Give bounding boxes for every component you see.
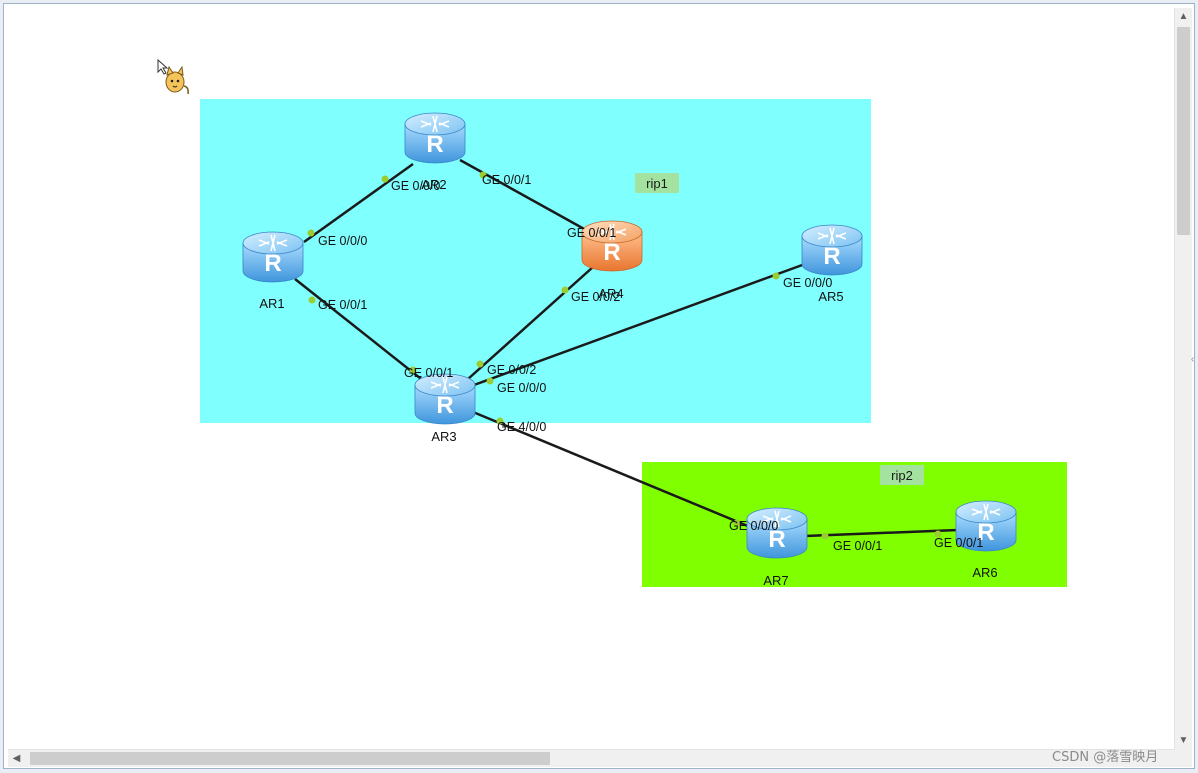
router-glyph: R: [264, 250, 281, 277]
router-label-ar7: AR7: [763, 573, 788, 588]
router-arrows-icon: [258, 234, 288, 252]
router-glyph: R: [603, 239, 620, 266]
router-label-ar6: AR6: [972, 565, 997, 580]
side-grip-icon[interactable]: ‹: [1190, 354, 1195, 365]
link-ar3-ar4[interactable]: [467, 266, 594, 380]
router-glyph: R: [426, 131, 443, 158]
link-ar7-ar6[interactable]: [804, 528, 959, 538]
area-label-rip1: rip1: [646, 176, 668, 191]
scrollbar-corner: [1174, 749, 1192, 767]
router-label-ar1: AR1: [259, 296, 284, 311]
router-icon[interactable]: R: [242, 231, 304, 283]
port-labels-layer: GE 0/0/0 GE 0/0/0 GE 0/0/1 GE 0/0/1 GE 0/0/1…: [259, 173, 997, 588]
port-label: GE 0/0/2: [571, 290, 620, 304]
port-label: GE 0/0/0: [497, 381, 546, 395]
router-arrows-icon: [420, 115, 450, 133]
port-label: GE 0/0/0: [391, 179, 440, 193]
router-label-ar5: AR5: [818, 289, 843, 304]
port-label: GE 0/0/0: [729, 519, 778, 533]
link-ar1-ar2[interactable]: [303, 162, 414, 244]
port-dot[interactable]: [821, 532, 829, 540]
port-label: GE 0/0/1: [567, 226, 616, 240]
links-layer: [294, 158, 959, 538]
port-label: GE 0/0/1: [482, 173, 531, 187]
port-label: GE 4/0/0: [497, 420, 546, 434]
router-arrows-icon: [762, 510, 792, 528]
port-label: GE 0/0/1: [404, 366, 453, 380]
port-dot[interactable]: [409, 366, 417, 374]
area-rip1[interactable]: [200, 99, 871, 423]
link-ar1-ar3[interactable]: [294, 278, 431, 387]
watermark: CSDN @落雪映月: [1052, 750, 1159, 765]
port-dot[interactable]: [733, 519, 741, 527]
router-icon[interactable]: R: [801, 224, 863, 276]
horizontal-scroll-thumb[interactable]: [30, 752, 550, 765]
link-ar3-ar5[interactable]: [473, 262, 806, 387]
router-arrows-icon: [971, 503, 1001, 521]
port-label: GE 0/0/2: [487, 363, 536, 377]
router-arrows-icon: [817, 227, 847, 245]
port-dot[interactable]: [307, 229, 315, 237]
router-glyph: R: [977, 519, 994, 546]
port-dot[interactable]: [561, 286, 569, 294]
horizontal-scrollbar[interactable]: ◀: [8, 749, 1174, 767]
vertical-scrollbar[interactable]: ▲ ▼: [1174, 8, 1192, 749]
port-dot[interactable]: [496, 417, 504, 425]
port-label: GE 0/0/0: [318, 234, 367, 248]
router-glyph: R: [768, 526, 785, 553]
port-dot[interactable]: [772, 272, 780, 280]
vertical-scroll-thumb[interactable]: [1177, 27, 1190, 235]
area-label-bg-rip2: [880, 465, 924, 485]
router-icon[interactable]: R: [581, 220, 643, 272]
router-icon[interactable]: R: [746, 507, 808, 559]
cartoon-cat-cursor-icon: [157, 58, 189, 95]
router-label-ar3: AR3: [431, 429, 456, 444]
port-dot[interactable]: [476, 360, 484, 368]
router-icon[interactable]: R: [414, 373, 476, 425]
port-label: GE 0/0/1: [833, 539, 882, 553]
port-dot[interactable]: [381, 175, 389, 183]
port-label: GE 0/0/1: [934, 536, 983, 550]
port-label: GE 0/0/0: [783, 276, 832, 290]
port-dot[interactable]: [486, 377, 494, 385]
router-arrows-icon: [430, 376, 460, 394]
scroll-down-arrow-icon[interactable]: ▼: [1178, 735, 1189, 746]
router-label-ar2: AR2: [421, 177, 446, 192]
link-ar3-ar7[interactable]: [472, 410, 756, 531]
routers-layer: R R R R R R R: [242, 112, 1017, 559]
area-label-rip2: rip2: [891, 468, 913, 483]
port-label: GE 0/0/1: [318, 298, 367, 312]
router-glyph: R: [823, 243, 840, 270]
scroll-left-arrow-icon[interactable]: ◀: [12, 753, 21, 764]
area-label-bg-rip1: [635, 173, 679, 193]
router-label-ar4: AR4: [598, 286, 623, 301]
router-icon[interactable]: R: [404, 112, 466, 164]
router-icon[interactable]: R: [955, 500, 1017, 552]
port-dot[interactable]: [934, 530, 942, 538]
port-dot[interactable]: [308, 296, 316, 304]
router-glyph: R: [436, 392, 453, 419]
router-arrows-icon: [597, 223, 627, 241]
port-dot[interactable]: [479, 171, 487, 179]
scroll-up-arrow-icon[interactable]: ▲: [1178, 11, 1189, 22]
